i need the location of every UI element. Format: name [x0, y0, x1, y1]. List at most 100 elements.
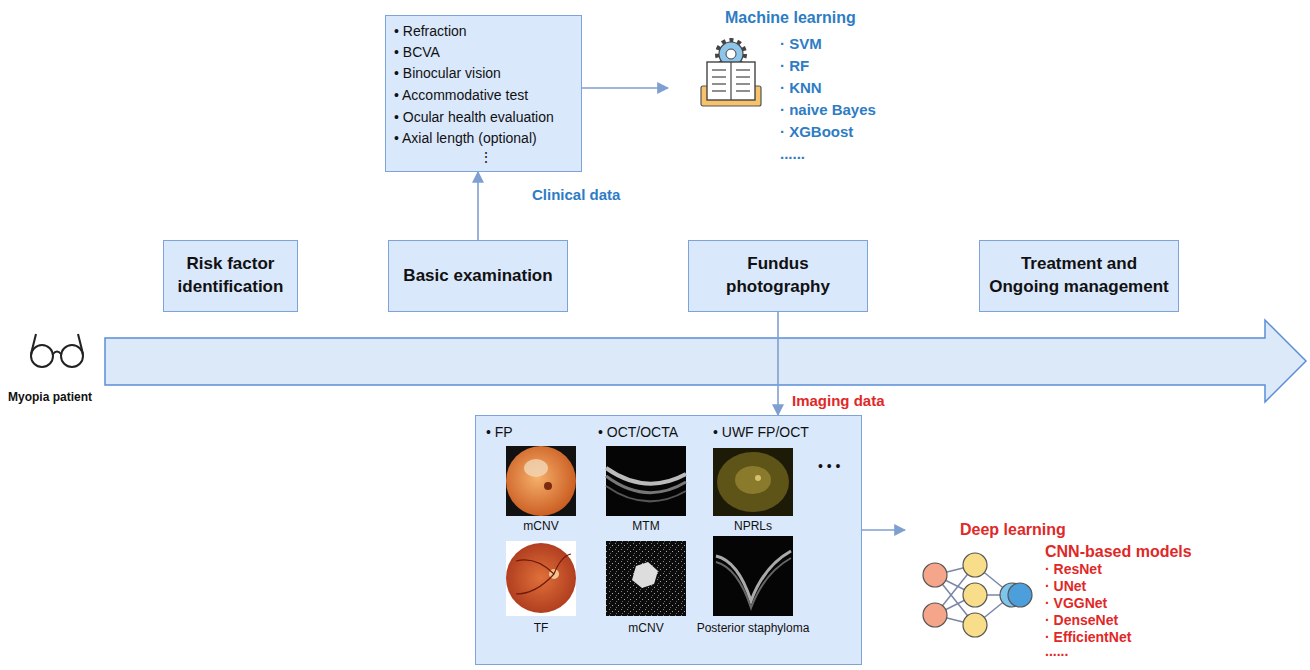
oct-scan-staphyloma [713, 536, 793, 616]
group-heading: Machine learning [725, 8, 856, 27]
uwf-photo-nprls [717, 452, 789, 512]
machine-learning-icon [707, 62, 755, 100]
step-label: Fundus photography [697, 253, 859, 299]
group-subheading: CNN-based models [1045, 542, 1192, 561]
glasses-icon [78, 334, 83, 354]
oct-scan-staphyloma [716, 551, 791, 601]
edge-label: Clinical data [530, 186, 622, 203]
glasses-icon [53, 352, 61, 355]
neural-network-icon [923, 563, 947, 587]
image-caption: NPRLs [734, 519, 772, 533]
neural-network-icon [923, 603, 947, 627]
fundus-photo-mcnv [506, 446, 576, 516]
list-item: • Axial length (optional) [394, 130, 537, 147]
uwf-photo-nprls [713, 448, 793, 516]
model-name: · SVM [780, 35, 822, 53]
ellipsis: ...... [780, 145, 805, 163]
fundus-photo-tf [506, 541, 576, 616]
octa-scan-mcnv [632, 562, 658, 588]
machine-learning-icon [736, 76, 750, 77]
oct-scan-mtm [606, 476, 686, 493]
flow-arrow [582, 87, 668, 89]
model-name: · XGBoost [780, 123, 853, 141]
flow-arrow [777, 312, 779, 415]
fundus-photo-mcnv [506, 446, 576, 516]
neural-network-icon [963, 583, 987, 607]
machine-learning-icon [701, 40, 761, 106]
image-caption: MTM [632, 519, 659, 533]
modality-heading: • FP [486, 424, 513, 441]
model-name: · ResNet [1045, 561, 1102, 578]
octa-scan-mcnv [606, 541, 686, 616]
list-item: • Accommodative test [394, 87, 528, 104]
model-name: · RF [780, 57, 809, 75]
ellipsis: ...... [1045, 643, 1068, 660]
timeline-arrow-shape [105, 320, 1306, 402]
group-heading: Deep learning [960, 520, 1066, 539]
caption-label: Myopia patient [8, 390, 92, 404]
ellipsis: • • • [818, 458, 840, 475]
model-name: · KNN [780, 79, 822, 97]
machine-learning-icon [712, 76, 726, 77]
flow-arrow [862, 529, 905, 531]
step-label: Risk factor identification [172, 253, 289, 299]
process-box: Risk factor identification [163, 240, 298, 312]
oct-scan-mtm [606, 446, 686, 516]
uwf-photo-nprls [755, 475, 761, 481]
modality-heading: • UWF FP/OCT [713, 424, 809, 441]
ellipsis: ⋮ [479, 149, 493, 166]
image-caption: mCNV [523, 519, 558, 533]
oct-scan-mtm [606, 468, 686, 484]
image-caption: TF [534, 621, 549, 635]
fundus-photo-mcnv [524, 459, 548, 477]
modality-heading: • OCT/OCTA [598, 424, 678, 441]
octa-scan-mcnv [606, 541, 686, 616]
machine-learning-icon [736, 83, 750, 84]
machine-learning-icon [726, 49, 736, 59]
fundus-photo-mcnv [506, 446, 576, 516]
image-caption: Posterior staphyloma [697, 621, 810, 635]
list-item: • Binocular vision [394, 65, 501, 82]
image-caption: mCNV [628, 621, 663, 635]
model-name: · naive Bayes [780, 101, 876, 119]
fundus-photo-mcnv [544, 482, 552, 490]
list-item: • Refraction [394, 23, 467, 40]
fundus-photo-tf [516, 554, 571, 594]
neural-network-icon [963, 553, 987, 577]
process-box: Fundus photography [688, 240, 868, 312]
machine-learning-icon [712, 90, 726, 91]
edge-label: Imaging data [790, 392, 887, 409]
machine-learning-group: Machine learning · SVM · RF · KNN · naive Ba… [668, 5, 888, 190]
list-item: • Ocular health evaluation [394, 109, 554, 126]
machine-learning-icon [668, 5, 888, 190]
oct-scan-mtm [606, 446, 686, 516]
imaging-data-box: • FP • OCT/OCTA • UWF FP/OCT mCNV MTM NPRLsTF… [475, 415, 862, 665]
clinical-data-box: • Refraction • BCVA • Binocular vision • Ac… [385, 15, 582, 172]
oct-scan-staphyloma [713, 536, 793, 616]
glasses-icon [31, 345, 53, 367]
step-label: Basic examination [403, 265, 552, 288]
model-name: · DenseNet [1045, 612, 1118, 629]
step-label: Treatment and Ongoing management [988, 253, 1170, 299]
list-item: • BCVA [394, 44, 440, 61]
oct-scan-staphyloma [716, 558, 791, 608]
model-name: · VGGNet [1045, 595, 1107, 612]
glasses-icon [31, 334, 36, 354]
oct-scan-mtm [606, 486, 686, 501]
neural-network-icon [963, 613, 987, 637]
uwf-photo-nprls [735, 466, 771, 494]
neural-network-icon [923, 553, 1032, 637]
model-name: · UNet [1045, 578, 1086, 595]
glasses-icon [31, 334, 83, 367]
machine-learning-icon [712, 83, 726, 84]
neural-network-icon [923, 553, 1032, 637]
uwf-photo-nprls [713, 448, 793, 516]
machine-learning-icon [736, 90, 750, 91]
fundus-photo-tf [506, 541, 576, 616]
machine-learning-icon [712, 69, 726, 70]
process-box: Treatment and Ongoing management [979, 240, 1179, 312]
process-box: Basic examination [388, 240, 568, 312]
fundus-photo-tf [506, 543, 576, 613]
flow-arrow [477, 172, 479, 240]
